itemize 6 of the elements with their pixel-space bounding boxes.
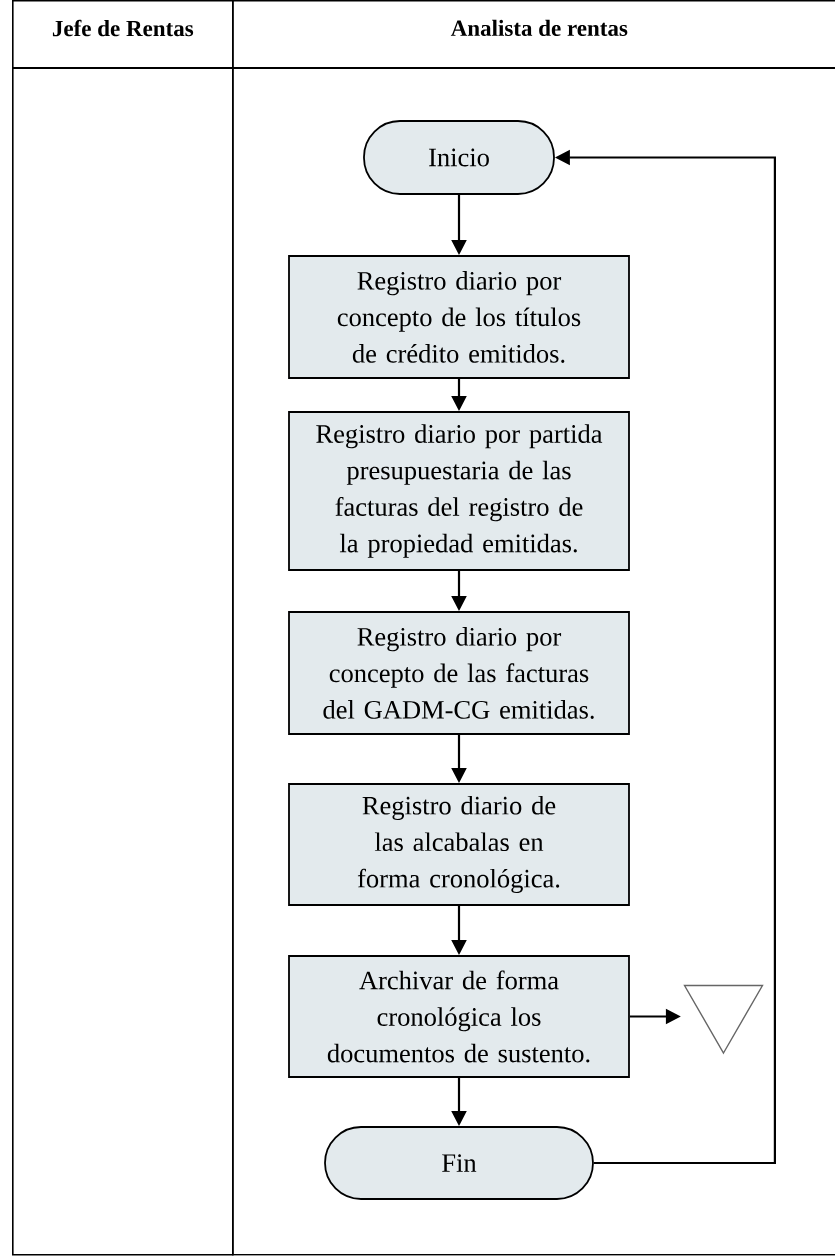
process-box: Registro diario por concepto de los títulos de crédito emitidos. xyxy=(288,255,630,379)
process-box: Archivar de forma cronológica los documentos de sustento. xyxy=(288,955,630,1078)
process-box: Registro diario por concepto de las facturas del GADM-CG emitidas. xyxy=(288,611,630,735)
process-box: Registro diario de las alcabalas en forma cronológica. xyxy=(288,783,630,906)
swimlane: Jefe de Rentas xyxy=(12,0,234,1256)
process-box: Registro diario por partida presupuestaria de las facturas del registro de la propiedad emitidas. xyxy=(288,411,630,571)
